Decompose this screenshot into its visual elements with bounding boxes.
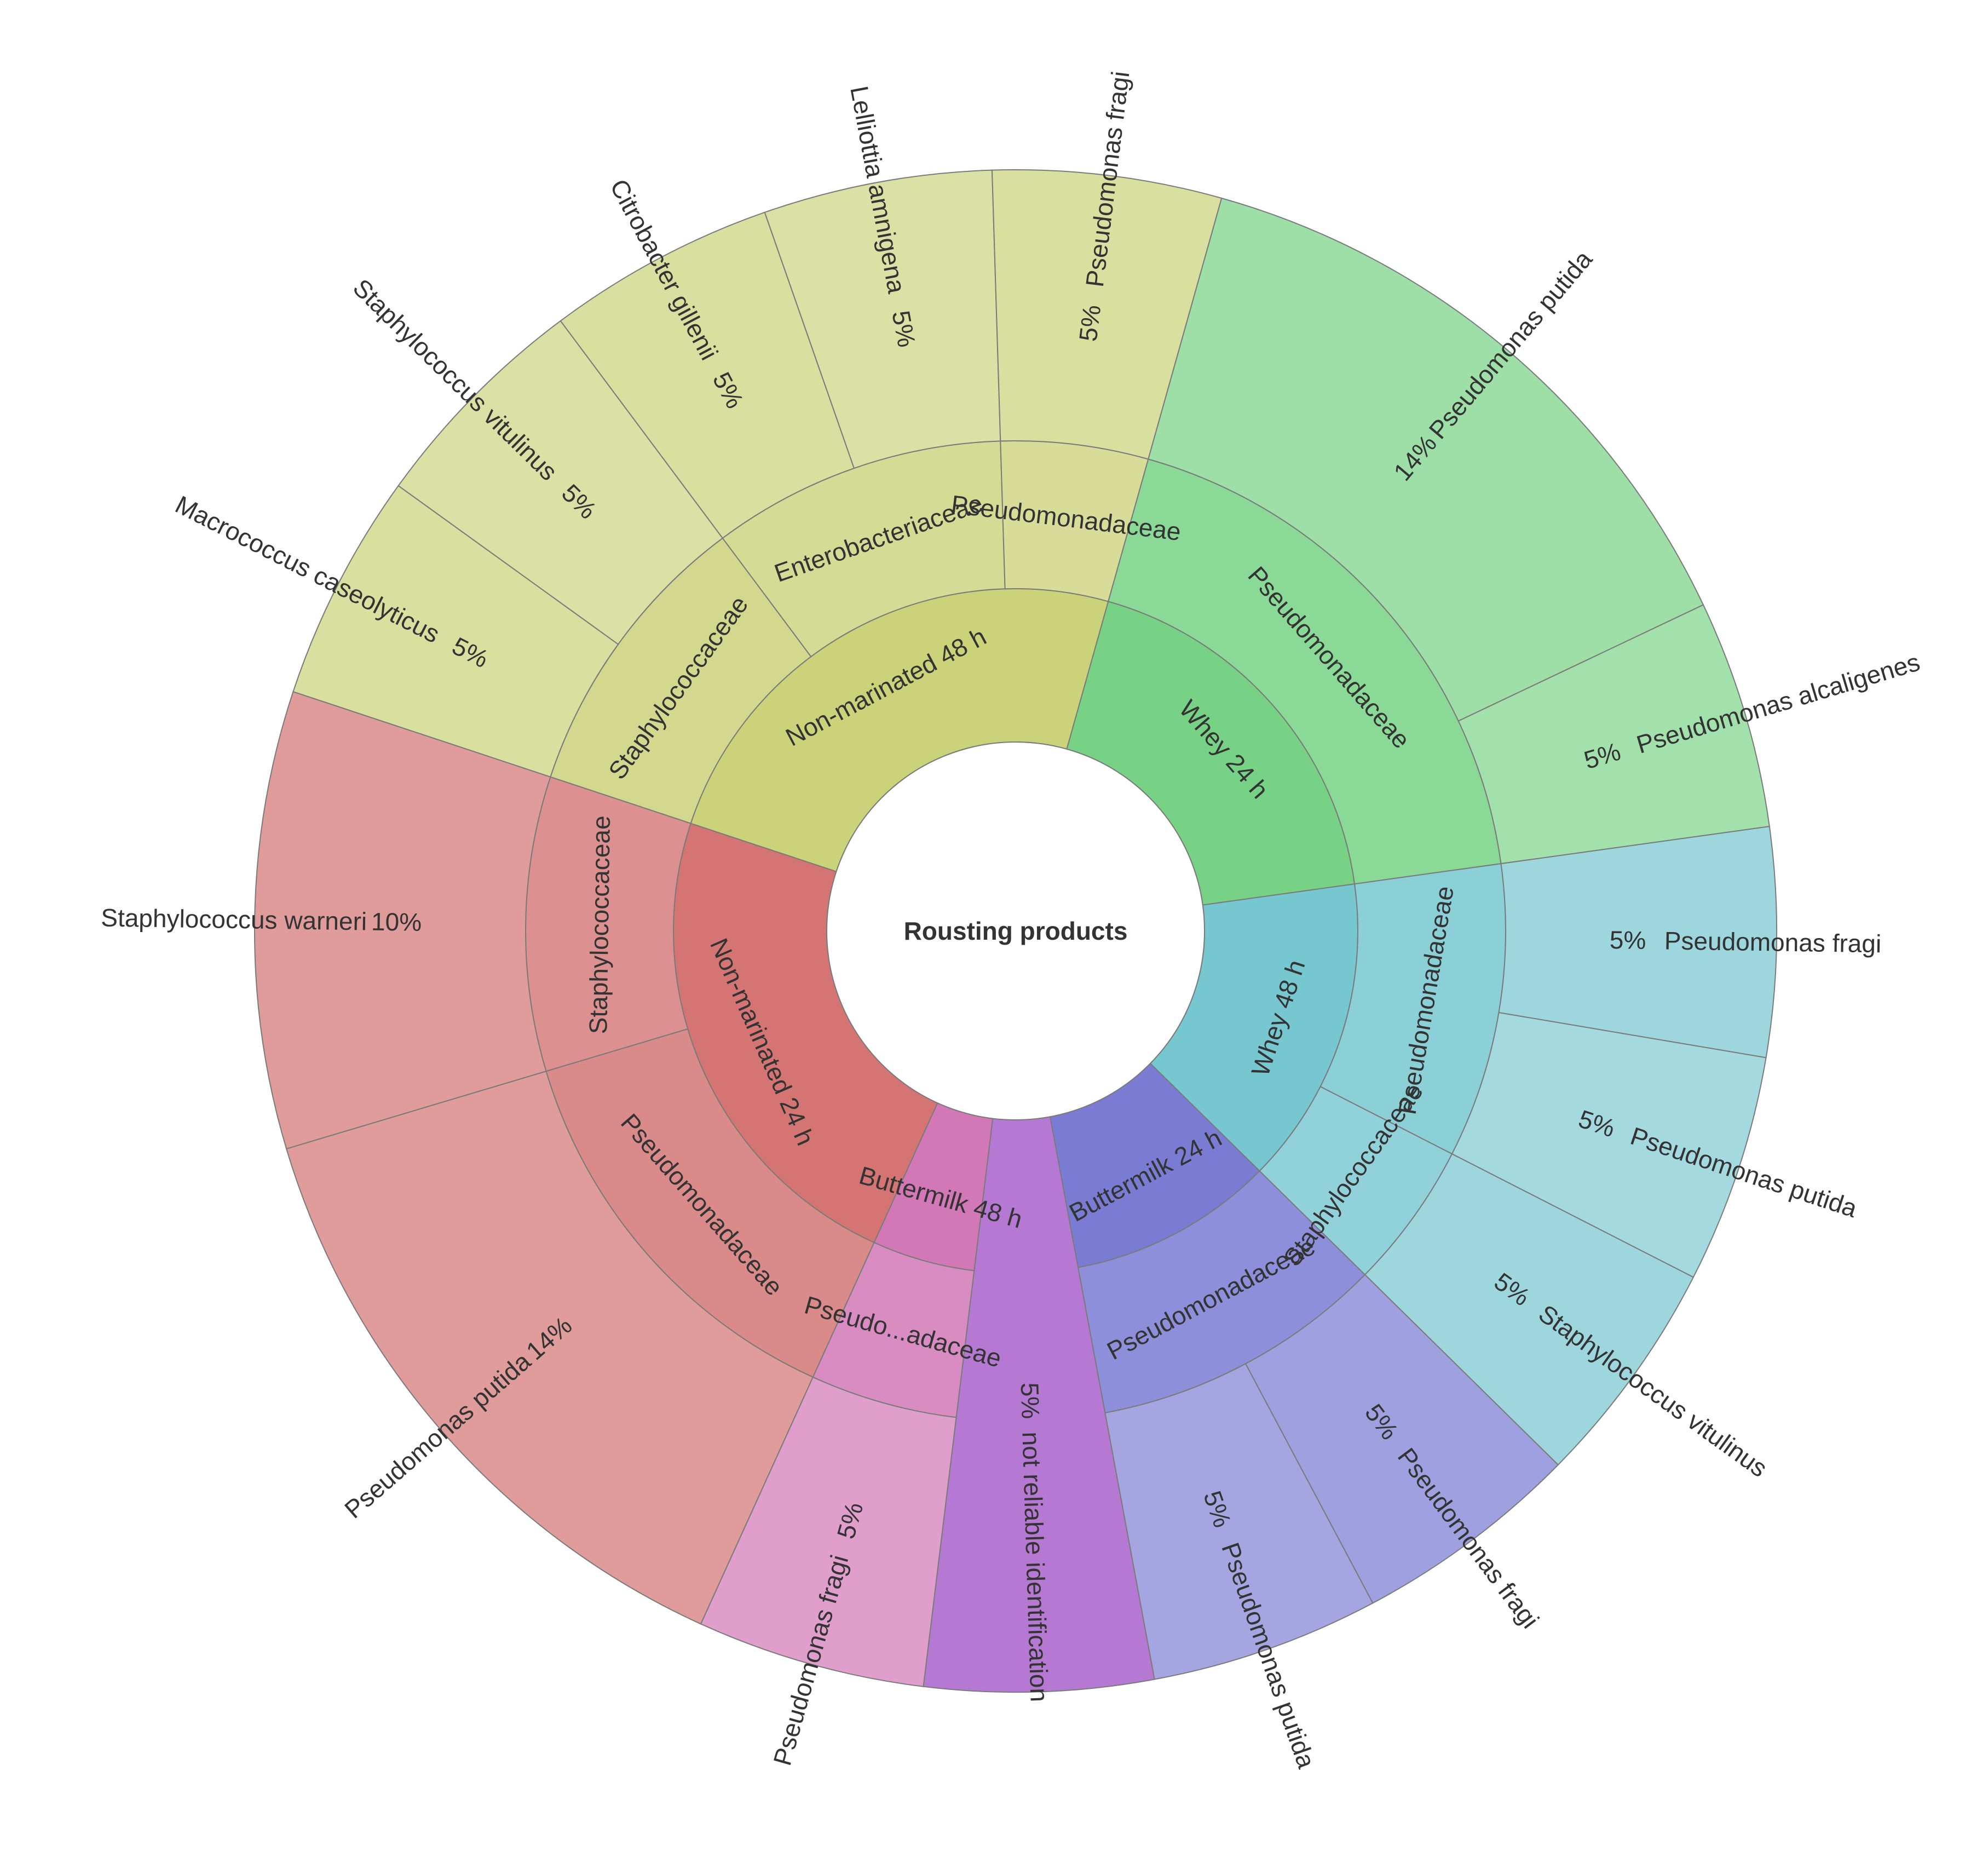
leaf-value-3: 5% <box>1016 1382 1045 1419</box>
species-segment-6-2-0 <box>991 169 1223 460</box>
center-hole <box>826 741 1205 1120</box>
species-label-5-1-0: Staphylococcus warneri <box>101 903 367 935</box>
species-label-1-0-0: Pseudomonas fragi <box>1664 926 1881 958</box>
center-label: Rousting products <box>904 917 1128 945</box>
sunburst-rings <box>254 169 1777 1693</box>
species-segment-0-0-0 <box>1147 197 1704 722</box>
species-segment-5-1-0 <box>254 691 551 1150</box>
species-value-1-0-0: 5% <box>1609 925 1646 955</box>
species-value-6-2-0: 5% <box>1074 303 1107 343</box>
species-segment-5-0-0 <box>285 1070 814 1625</box>
species-value-5-1-0: 10% <box>371 907 422 936</box>
species-value-6-1-1: 5% <box>886 308 921 349</box>
family-label-5-1: Staphylococcaceae <box>584 815 615 1034</box>
